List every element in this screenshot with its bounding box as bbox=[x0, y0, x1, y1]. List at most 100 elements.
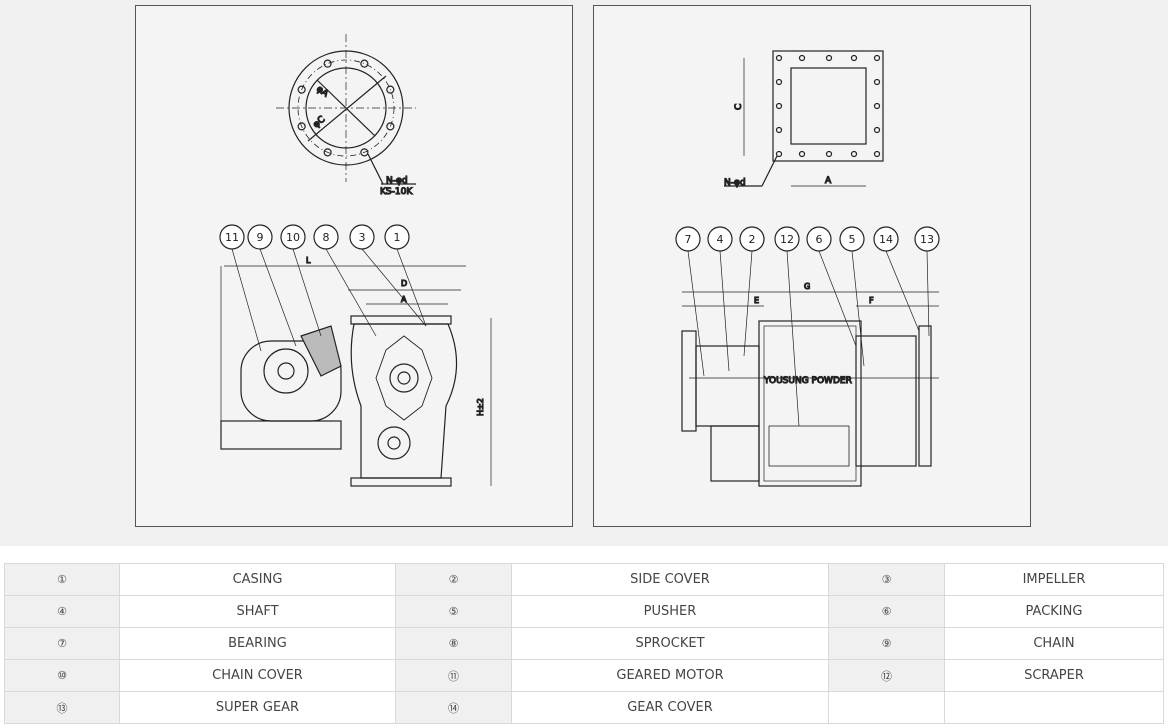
bolt-hole bbox=[360, 148, 369, 157]
dim-l: L bbox=[306, 256, 311, 265]
dim-e: E bbox=[754, 296, 759, 305]
balloon-number: 2 bbox=[749, 233, 756, 246]
bolt-hole bbox=[323, 148, 332, 157]
balloon-number: 3 bbox=[359, 231, 366, 244]
rotary-valve-side-drawing: φA φC N-φd KS-10K L D A H±2 11 9 10 8 3 1 bbox=[135, 5, 573, 527]
part-name: IMPELLER bbox=[944, 563, 1164, 596]
part-balloon-14: 14 bbox=[873, 226, 920, 332]
bolt-hole bbox=[850, 54, 858, 62]
balloon-number: 9 bbox=[257, 231, 264, 244]
dim-a-flange: A bbox=[825, 176, 832, 186]
part-name: GEARED MOTOR bbox=[511, 659, 829, 692]
part-name: GEAR COVER bbox=[511, 691, 829, 724]
part-name: PACKING bbox=[944, 595, 1164, 628]
square-flange bbox=[724, 50, 884, 187]
bolt-hole bbox=[297, 85, 306, 94]
part-name: CHAIN COVER bbox=[119, 659, 396, 692]
part-number: ⑬ bbox=[4, 691, 120, 724]
bolt-hole bbox=[386, 122, 395, 131]
part-number: ⑧ bbox=[395, 627, 512, 660]
bolt-hole bbox=[873, 78, 881, 86]
dim-c: C bbox=[734, 104, 744, 110]
dim-d: D bbox=[401, 279, 407, 288]
bolt-hole bbox=[825, 54, 833, 62]
bolt-hole bbox=[825, 150, 833, 158]
balloon-number: 14 bbox=[879, 233, 893, 246]
bolt-hole bbox=[873, 102, 881, 110]
part-balloon-7: 7 bbox=[675, 226, 705, 377]
part-number: ⑭ bbox=[395, 691, 512, 724]
part-balloon-9: 9 bbox=[247, 224, 297, 347]
part-number: ⑨ bbox=[828, 627, 945, 660]
balloon-number: 7 bbox=[685, 233, 692, 246]
balloon-number: 6 bbox=[816, 233, 823, 246]
drawing-left-svg: φA φC N-φd KS-10K L D A H±2 11 9 10 8 3 1 bbox=[219, 34, 492, 487]
bolt-hole bbox=[323, 59, 332, 68]
bolt-hole bbox=[873, 150, 881, 158]
bolt-hole bbox=[798, 54, 806, 62]
bolt-hole bbox=[386, 85, 395, 94]
round-flange bbox=[276, 34, 416, 185]
part-balloon-5: 5 bbox=[839, 226, 865, 367]
valve-assembly: L D A H±2 bbox=[220, 255, 492, 487]
balloon-number: 4 bbox=[717, 233, 724, 246]
dim-g: G bbox=[804, 282, 810, 291]
part-name: CHAIN bbox=[944, 627, 1164, 660]
part-balloon-11: 11 bbox=[219, 224, 262, 352]
part-number: ⑫ bbox=[828, 659, 945, 692]
bolt-hole bbox=[297, 122, 306, 131]
part-number bbox=[828, 691, 945, 724]
part-name: SCRAPER bbox=[944, 659, 1164, 692]
part-number: ⑦ bbox=[4, 627, 120, 660]
balloon-number: 1 bbox=[394, 231, 401, 244]
part-balloon-12: 12 bbox=[774, 226, 800, 427]
bolt-hole bbox=[873, 54, 881, 62]
part-number: ⑩ bbox=[4, 659, 120, 692]
part-balloon-10: 10 bbox=[280, 224, 322, 337]
bolt-hole bbox=[873, 126, 881, 134]
balloon-number: 8 bbox=[323, 231, 330, 244]
balloon-number: 13 bbox=[920, 233, 934, 246]
part-number: ⑤ bbox=[395, 595, 512, 628]
bolt-hole bbox=[775, 150, 783, 158]
bolt-spec-label: N-φd bbox=[386, 176, 408, 186]
standard-label: KS-10K bbox=[380, 187, 413, 197]
bolt-hole bbox=[775, 102, 783, 110]
part-name: SHAFT bbox=[119, 595, 396, 628]
part-balloon-6: 6 bbox=[806, 226, 857, 347]
bolt-hole bbox=[850, 150, 858, 158]
part-balloon-8: 8 bbox=[313, 224, 377, 337]
part-name: SPROCKET bbox=[511, 627, 829, 660]
part-number: ② bbox=[395, 563, 512, 596]
part-balloon-13: 13 bbox=[914, 226, 940, 337]
part-balloon-4: 4 bbox=[707, 226, 733, 372]
part-name: CASING bbox=[119, 563, 396, 596]
part-number: ⑪ bbox=[395, 659, 512, 692]
part-number: ⑥ bbox=[828, 595, 945, 628]
bolt-hole bbox=[775, 78, 783, 86]
dim-f: F bbox=[869, 296, 874, 305]
balloon-number: 5 bbox=[849, 233, 856, 246]
part-name: SUPER GEAR bbox=[119, 691, 396, 724]
phi-a-label: φA bbox=[314, 84, 330, 100]
balloon-number: 11 bbox=[225, 231, 239, 244]
part-name: SIDE COVER bbox=[511, 563, 829, 596]
part-number: ③ bbox=[828, 563, 945, 596]
balloon-number: 10 bbox=[286, 231, 300, 244]
part-balloon-2: 2 bbox=[739, 226, 765, 357]
balloon-number: 12 bbox=[780, 233, 794, 246]
part-name: PUSHER bbox=[511, 595, 829, 628]
phi-c-label: φC bbox=[312, 115, 328, 131]
part-balloon-3: 3 bbox=[349, 224, 427, 327]
part-name bbox=[944, 691, 1164, 724]
dim-h: H±2 bbox=[476, 398, 485, 416]
part-number: ① bbox=[4, 563, 120, 596]
